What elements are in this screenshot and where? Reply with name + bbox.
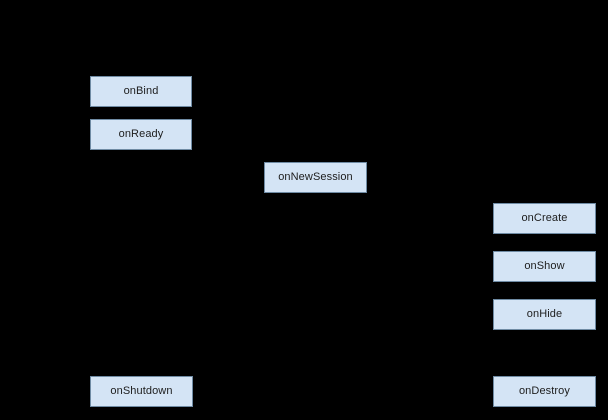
node-onnewsession-label: onNewSession bbox=[278, 171, 353, 183]
node-onhide-label: onHide bbox=[526, 308, 563, 320]
node-oncreate[interactable]: onCreate bbox=[493, 203, 596, 234]
node-onready[interactable]: onReady bbox=[90, 119, 192, 150]
node-onshow-label: onShow bbox=[524, 260, 565, 272]
node-ondestroy-label: onDestroy bbox=[518, 385, 571, 397]
node-onshutdown-label: onShutdown bbox=[110, 385, 173, 397]
node-onbind-label: onBind bbox=[123, 85, 159, 97]
node-oncreate-label: onCreate bbox=[521, 212, 568, 224]
node-onnewsession[interactable]: onNewSession bbox=[264, 162, 367, 193]
edge-onnewsession-to-oncreate bbox=[367, 177, 496, 204]
node-onhide[interactable]: onHide bbox=[493, 299, 596, 330]
node-onshow[interactable]: onShow bbox=[493, 251, 596, 282]
node-onshutdown[interactable]: onShutdown bbox=[90, 376, 193, 407]
node-onbind[interactable]: onBind bbox=[90, 76, 192, 107]
edge-onready-to-onnewsession bbox=[140, 150, 265, 181]
node-ondestroy[interactable]: onDestroy bbox=[493, 376, 596, 407]
node-onready-label: onReady bbox=[118, 128, 164, 140]
